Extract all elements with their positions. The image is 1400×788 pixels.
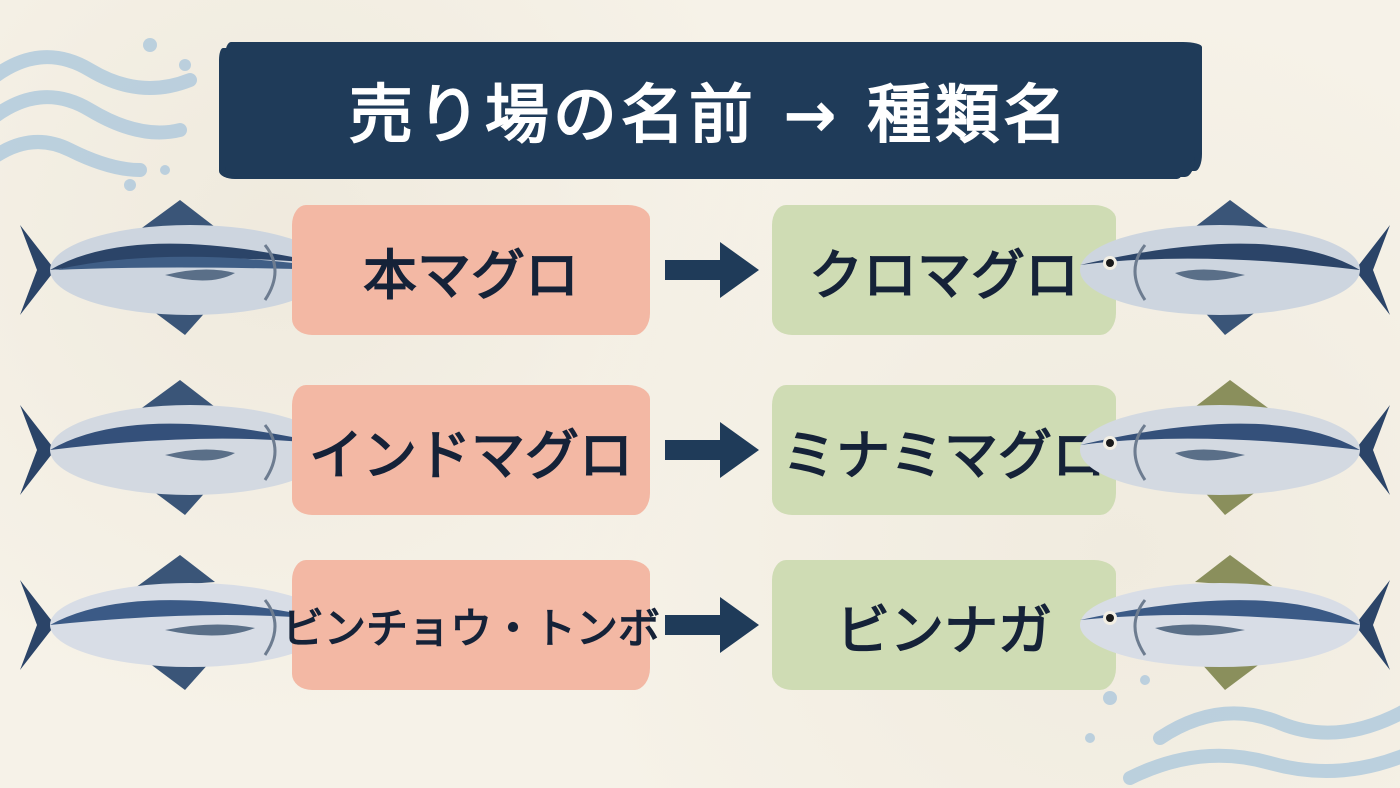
species-name: クロマグロ xyxy=(809,243,1079,307)
species-name: ビンナガ xyxy=(836,598,1052,662)
market-name: 本マグロ xyxy=(363,243,579,307)
market-name-box: インドマグロ xyxy=(292,385,650,515)
mapping-row: 本マグロ クロマグロ xyxy=(0,195,1400,345)
species-name-box: ビンナガ xyxy=(772,560,1116,690)
market-name: インドマグロ xyxy=(309,423,633,487)
mapping-row: ビンチョウ・トンボ ビンナガ xyxy=(0,550,1400,700)
tuna-fish-icon xyxy=(1075,375,1395,525)
arrow-right-icon xyxy=(665,242,759,298)
market-name: ビンチョウ・トンボ xyxy=(282,603,661,653)
species-name: ミナミマグロ xyxy=(782,423,1106,487)
market-name-box: ビンチョウ・トンボ xyxy=(282,560,660,690)
tuna-fish-icon xyxy=(1075,550,1395,700)
market-name-box: 本マグロ xyxy=(292,205,650,335)
arrow-right-icon xyxy=(665,422,759,478)
wave-decoration-icon xyxy=(1085,675,1400,785)
title-banner: 売り場の名前 → 種類名 xyxy=(225,42,1195,177)
species-name-box: クロマグロ xyxy=(772,205,1116,335)
mapping-row: インドマグロ ミナミマグロ xyxy=(0,375,1400,525)
tuna-fish-icon xyxy=(15,375,335,525)
page-title: 売り場の名前 → 種類名 xyxy=(348,78,1072,153)
tuna-fish-icon xyxy=(15,550,335,700)
arrow-right-icon xyxy=(665,597,759,653)
wave-decoration-icon xyxy=(0,38,197,191)
tuna-fish-icon xyxy=(15,195,335,345)
tuna-fish-icon xyxy=(1075,195,1395,345)
species-name-box: ミナミマグロ xyxy=(772,385,1116,515)
